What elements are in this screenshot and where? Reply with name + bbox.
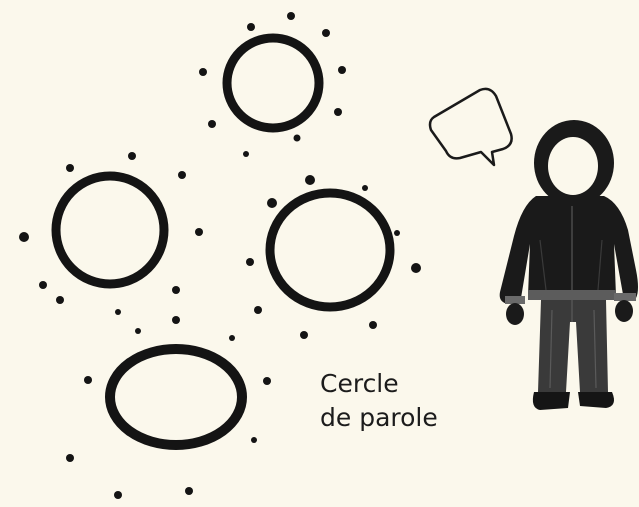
caption-line-1: Cercle <box>320 369 399 398</box>
circle-group-right <box>246 175 421 339</box>
caption: Cercle de parole <box>320 367 438 435</box>
speech-bubble-icon <box>428 87 513 167</box>
circle-icon <box>105 344 247 450</box>
circle-icon <box>222 33 324 133</box>
circle-icon <box>51 171 169 289</box>
circle-group-bottom <box>66 316 271 499</box>
circle-group-top <box>199 12 346 157</box>
circle-icon <box>265 188 395 312</box>
person-in-parka-icon <box>499 120 638 410</box>
caption-line-2: de parole <box>320 403 438 432</box>
circle-group-left <box>19 152 203 315</box>
